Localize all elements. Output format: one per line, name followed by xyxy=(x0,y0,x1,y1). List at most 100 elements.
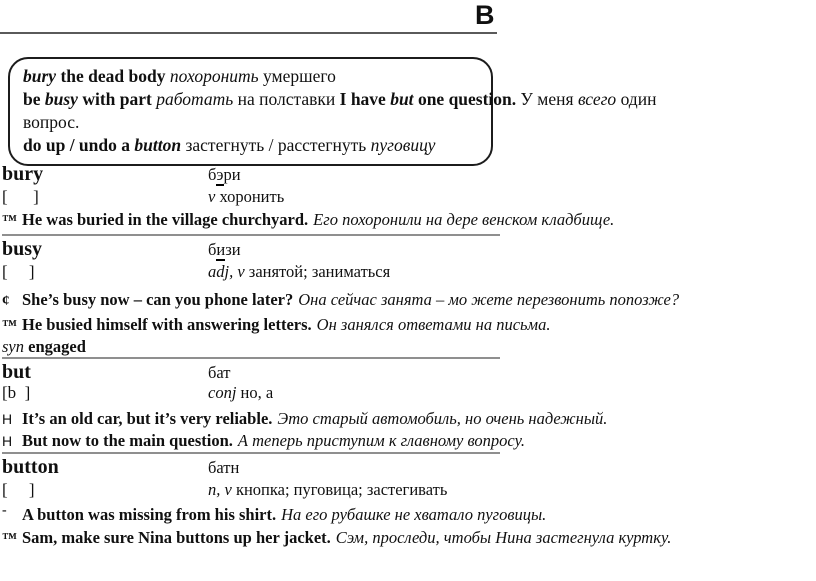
example-marker: Н xyxy=(2,433,13,449)
transcription-brackets: [ ] xyxy=(2,480,35,499)
phrase-run: умершего xyxy=(258,66,336,86)
pos-abbrev: adj, v xyxy=(208,262,245,281)
pron-stressed-letter: э xyxy=(216,165,224,186)
translation: но, а xyxy=(236,383,274,402)
example-russian: А теперь приступим к главному вопросу. xyxy=(237,431,526,450)
transcription-brackets: [ ] xyxy=(2,187,39,206)
translation: кнопка; пуговица; застегивать xyxy=(231,480,448,499)
phrase-run: button xyxy=(134,135,182,155)
phrase-box-line: be busy with part работать на полставки … xyxy=(23,88,656,111)
phrase-run: the dead body xyxy=(56,66,170,86)
header-rule xyxy=(0,32,497,34)
example-russian: На его рубашке не хватало пуговицы. xyxy=(281,505,547,524)
pron-text: зи xyxy=(225,240,241,259)
pos-line: conj но, а xyxy=(208,384,273,407)
headword-row: busy бизи xyxy=(2,238,814,263)
phrase-run: be xyxy=(23,89,45,109)
transcription-row: [ ] n, v кнопка; пуговица; застегивать xyxy=(2,481,814,503)
pronunciation: батн xyxy=(208,456,239,481)
example-english: He was buried in the village churchyard. xyxy=(22,210,309,229)
pron-text: б xyxy=(208,240,217,259)
example-english: A button was missing from his shirt. xyxy=(22,505,277,524)
example-russian: Он занялся ответами на письма. xyxy=(316,315,551,334)
section-letter: B xyxy=(475,0,495,30)
example-english: But now to the main question. xyxy=(22,431,233,450)
phrase-run: bury xyxy=(23,66,57,86)
phrase-run: вопрос. xyxy=(23,112,80,132)
example-row: ™ He busied himself with answering letter… xyxy=(2,313,814,338)
headword: but xyxy=(2,361,31,383)
phrase-run: У меня xyxy=(516,89,578,109)
headword-row: bury бэри xyxy=(2,163,814,188)
pronunciation: бэри xyxy=(208,163,241,188)
pos-line: n, v кнопка; пуговица; застегивать xyxy=(208,481,447,503)
phrase-box-line: do up / undo a button застегнуть / расст… xyxy=(23,134,491,157)
pron-text: батн xyxy=(208,458,240,477)
entry-busy: busy бизи [ ] adj, v занятой; заниматься… xyxy=(2,238,814,359)
entry-separator xyxy=(2,234,500,236)
headword-row: button батн xyxy=(2,456,814,481)
example-russian: Это старый автомобиль, но очень надежный… xyxy=(277,409,608,428)
example-row: -A button was missing from his shirt.На … xyxy=(2,503,814,528)
phrase-run: but xyxy=(390,89,414,109)
example-english: Sam, make sure Nina buttons up her jacke… xyxy=(22,528,331,547)
example-english: It’s an old car, but it’s very reliable. xyxy=(22,409,273,428)
example-marker: ™ xyxy=(2,318,17,334)
headword: button xyxy=(2,456,59,478)
phrase-run: do up / undo a xyxy=(23,135,135,155)
example-russian: Она сейчас занята – мо жете перезвонить … xyxy=(298,290,680,309)
phrase-run: работать xyxy=(156,89,234,109)
example-russian: Его похоронили на дере венском кладбище. xyxy=(313,210,615,229)
phrase-run: на полставки xyxy=(233,89,340,109)
syn-label: syn xyxy=(2,337,24,356)
pron-text: ри xyxy=(223,165,241,184)
entry-separator xyxy=(2,452,500,454)
entry-separator xyxy=(2,357,500,359)
entry-button: button батн [ ] n, v кнопка; пуговица; з… xyxy=(2,456,814,548)
phrase-run: застегнуть / расстегнуть xyxy=(181,135,371,155)
headword: busy xyxy=(2,238,43,260)
phrase-run: пуговицу xyxy=(370,135,436,155)
transcription-row: [b ] conj но, а xyxy=(2,384,814,407)
phrase-run: one question. xyxy=(413,89,517,109)
example-marker: ¢ xyxy=(2,293,10,309)
phrase-box-line: bury the dead body похоронить умершего xyxy=(23,65,491,88)
phrase-run: I have xyxy=(339,89,391,109)
pos-line: v хоронить xyxy=(208,188,284,208)
transcription-brackets: [ ] xyxy=(2,262,35,281)
phrase-run: похоронить xyxy=(169,66,259,86)
transcription-row: [ ] v хоронить xyxy=(2,188,814,208)
pronunciation: бат xyxy=(208,361,231,384)
pronunciation: бизи xyxy=(208,238,241,263)
example-russian: Сэм, проследи, чтобы Нина застегнула кур… xyxy=(335,528,672,547)
example-row: Н It’s an old car, but it’s very reliable… xyxy=(2,407,814,431)
pos-abbrev: conj xyxy=(208,383,237,402)
transcription-brackets: [b ] xyxy=(2,383,31,402)
entry-but: but бат [b ] conj но, а Н It’s an old car… xyxy=(2,361,814,454)
phrase-box-line: вопрос. xyxy=(23,111,491,134)
synonym-row: syn engaged xyxy=(2,338,814,356)
phrase-run: один xyxy=(616,89,657,109)
example-marker: ™ xyxy=(2,531,17,547)
pron-text: б xyxy=(208,165,217,184)
transcription-row: [ ] adj, v занятой; заниматься xyxy=(2,263,814,288)
example-marker: ™ xyxy=(2,213,17,229)
syn-word: engaged xyxy=(28,337,86,356)
example-english: He busied himself with answering letters… xyxy=(22,315,312,334)
pos-abbrev: n, v xyxy=(208,480,232,499)
pos-line: adj, v занятой; заниматься xyxy=(208,263,390,288)
entry-bury: bury бэри [ ] v хоронить ™ He was buried … xyxy=(2,163,814,236)
phrase-box: bury the dead body похоронить умершего b… xyxy=(8,57,656,166)
example-row: Н But now to the main question.А теперь п… xyxy=(2,431,814,451)
example-row: ¢ She’s busy now – can you phone later?Он… xyxy=(2,288,814,313)
example-english: She’s busy now – can you phone later? xyxy=(22,290,294,309)
pron-text: бат xyxy=(208,363,231,382)
headword: bury xyxy=(2,163,44,185)
headword-row: but бат xyxy=(2,361,814,384)
pron-stressed-letter: и xyxy=(216,240,226,261)
pos-abbrev: v xyxy=(208,187,216,206)
example-marker: Н xyxy=(2,411,13,427)
phrase-run: всего xyxy=(577,89,617,109)
